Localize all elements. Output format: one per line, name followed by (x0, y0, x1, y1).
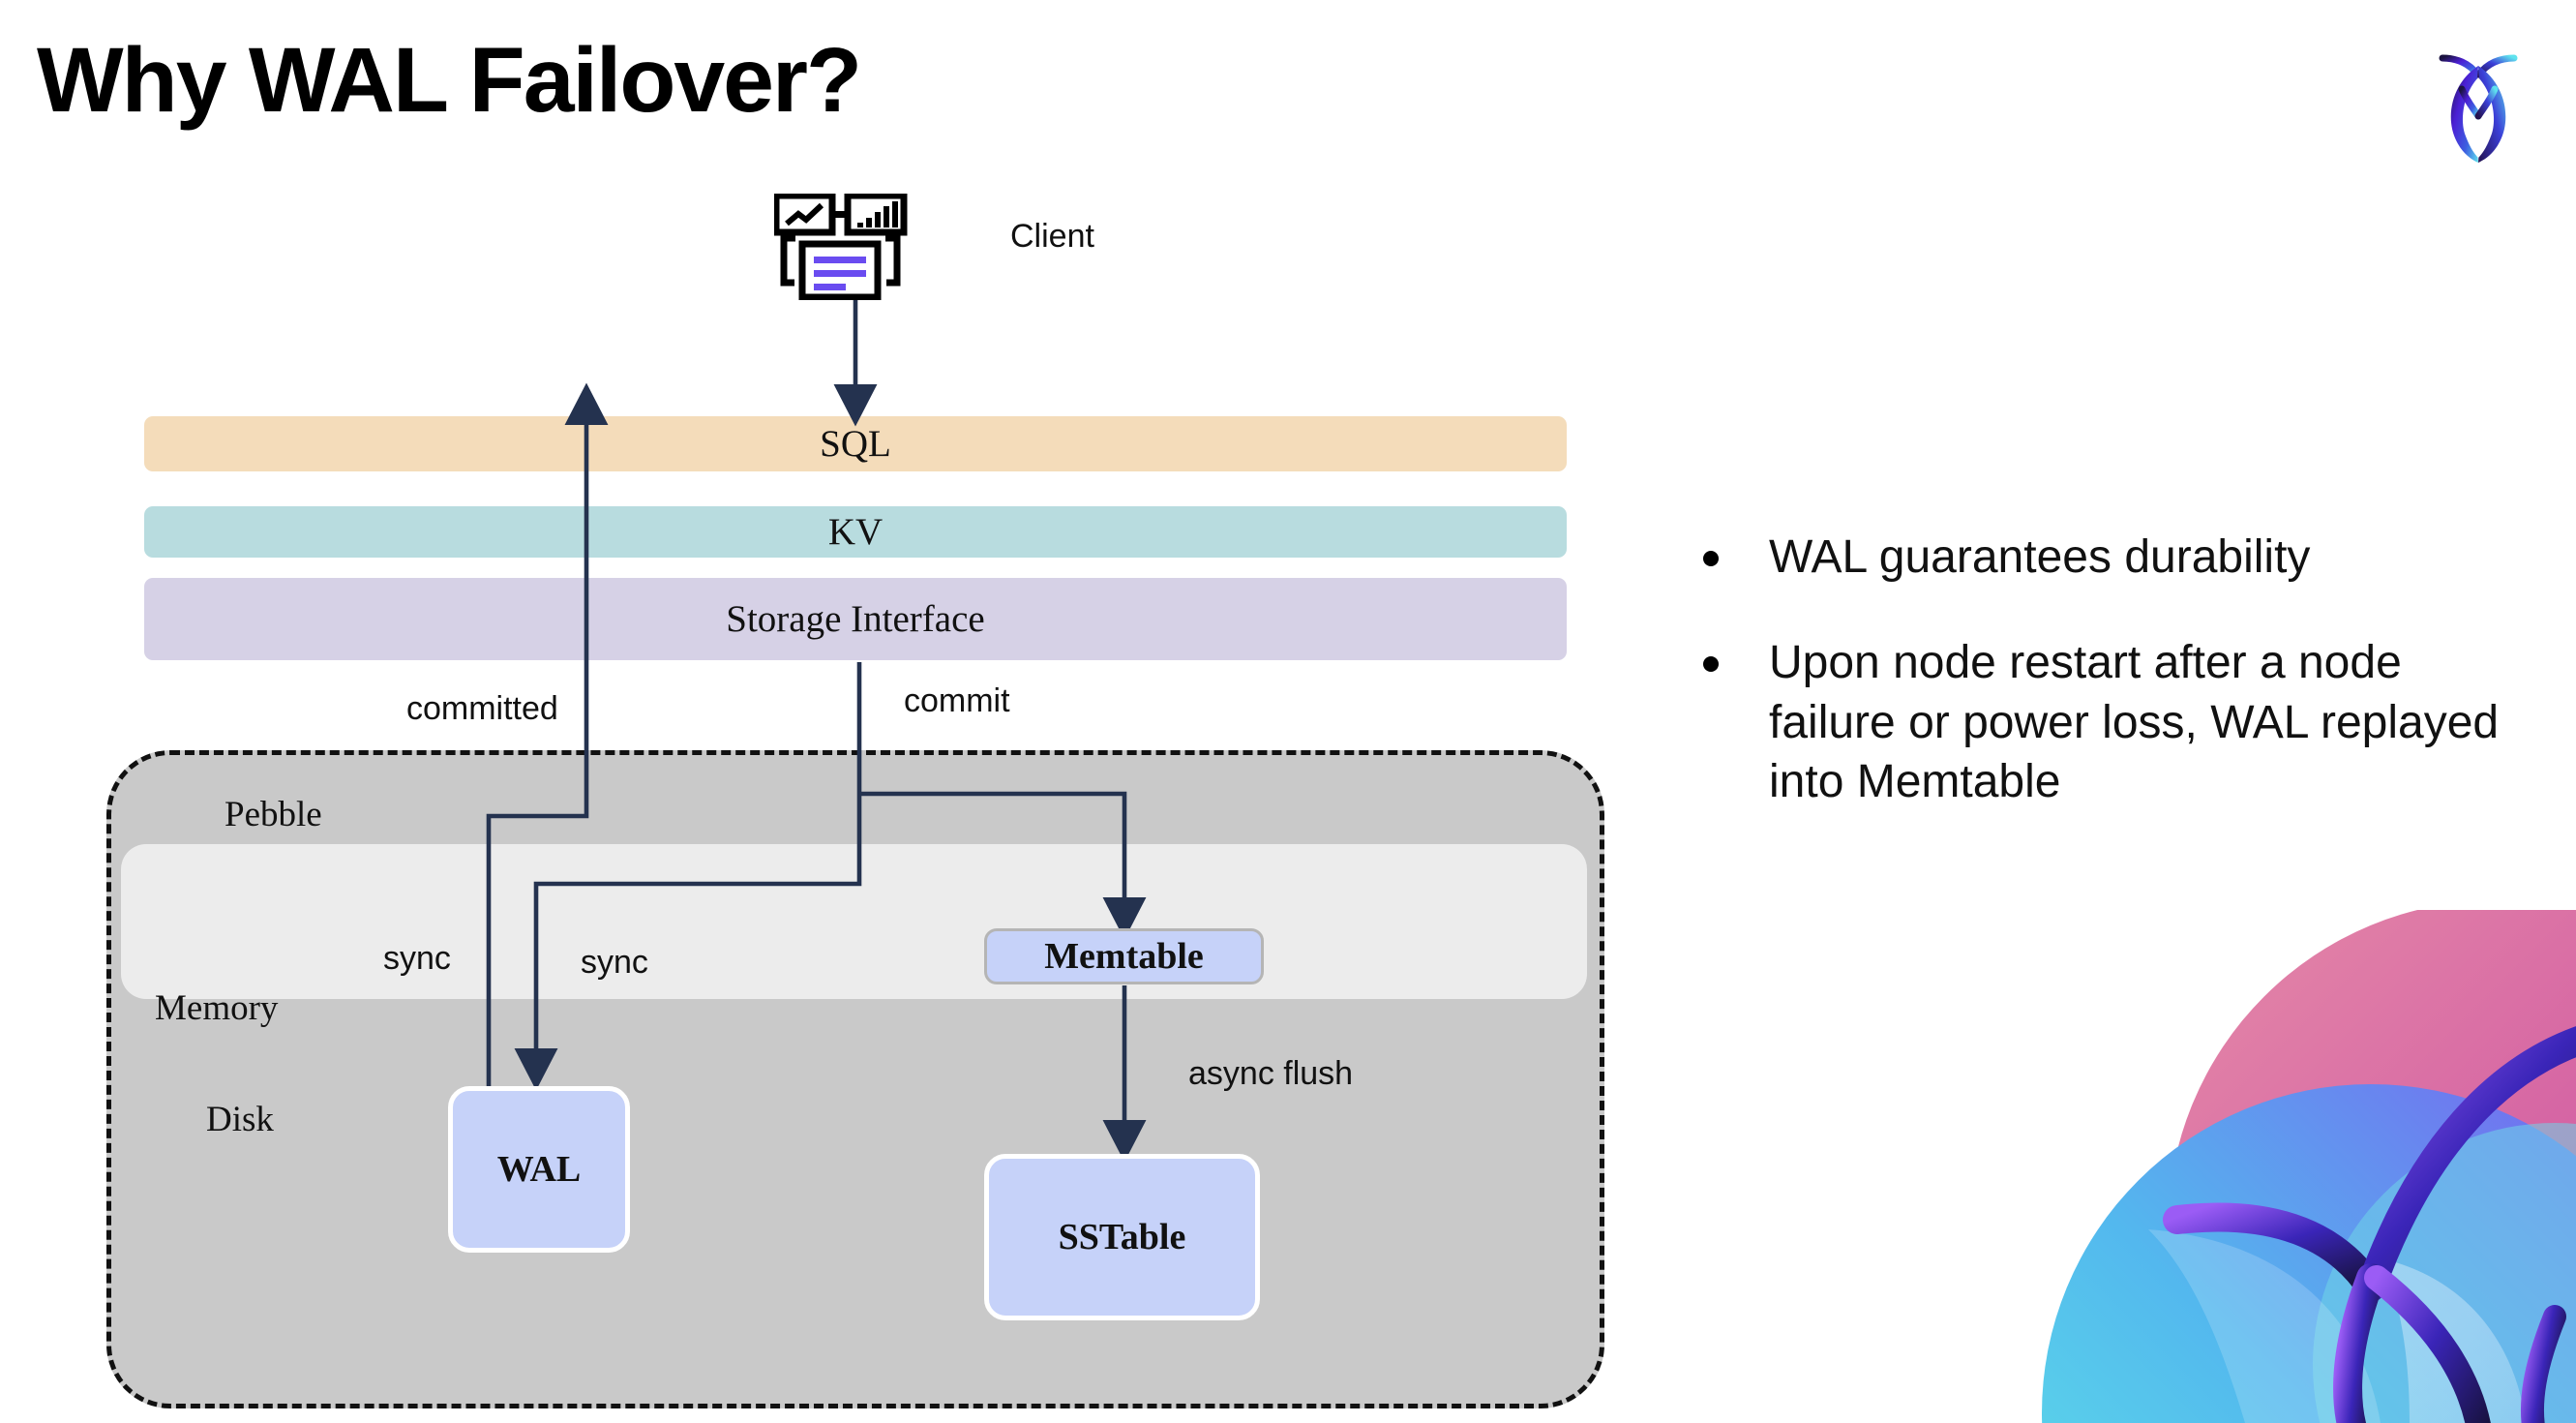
client-label: Client (1010, 218, 1094, 255)
page-title: Why WAL Failover? (37, 29, 862, 132)
node-sstable: SSTable (984, 1154, 1260, 1320)
bullet-text: WAL guarantees durability (1769, 531, 2311, 583)
client-dashboard-icon (772, 192, 929, 301)
edge-label-committed: committed (406, 690, 558, 727)
pebble-label: Pebble (225, 795, 322, 834)
memory-label: Memory (155, 988, 279, 1028)
bullet-dot-icon (1703, 551, 1719, 566)
layer-bar-kv: KV (144, 506, 1567, 558)
node-wal: WAL (448, 1086, 630, 1253)
list-item: Upon node restart after a node failure o… (1703, 633, 2516, 811)
edge-label-async-flush: async flush (1188, 1055, 1354, 1092)
edge-label-commit: commit (904, 682, 1010, 719)
cockroachdb-gradient-artwork-icon (1955, 910, 2576, 1423)
cockroachdb-logo-icon (2406, 33, 2551, 178)
bullet-dot-icon (1703, 656, 1719, 673)
list-item: WAL guarantees durability (1703, 528, 2516, 587)
node-memtable: Memtable (984, 928, 1264, 984)
bullet-list: WAL guarantees durability Upon node rest… (1703, 528, 2516, 859)
memory-region (121, 844, 1587, 999)
edge-label-sync-left: sync (383, 940, 451, 977)
layer-bar-storage-interface: Storage Interface (144, 578, 1567, 660)
bullet-text: Upon node restart after a node failure o… (1769, 637, 2500, 808)
disk-label: Disk (206, 1100, 274, 1139)
edge-label-sync-right: sync (581, 944, 648, 981)
layer-bar-sql: SQL (144, 416, 1567, 471)
